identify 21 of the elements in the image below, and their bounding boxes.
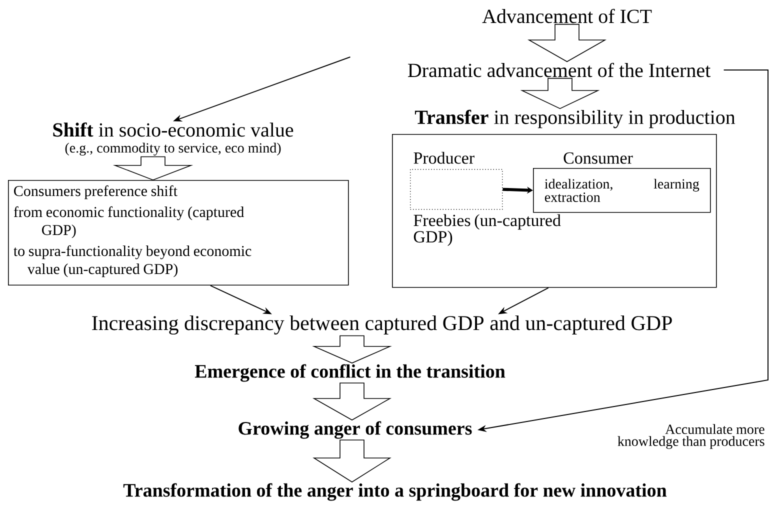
heading-text: Consumer — [564, 152, 633, 164]
heading-text: Emergence of conflict in the transition — [194, 364, 506, 382]
block-arrow — [520, 78, 600, 110]
text-box: Consumers preference shift from economic functionality (captured GDP) to supra-functionality beyond economic value (un-captured GDP) — [8, 180, 349, 286]
heading-text: Increasing discrepancy between captured GDP and un-captured GDP — [92, 315, 672, 335]
caption-text: Freebies (un-captured GDP) — [414, 214, 561, 246]
edge-label: Accumulate more knowledge than producers — [618, 424, 764, 449]
heading-text: Transformation of the anger into a springboard for new innovation — [123, 483, 667, 501]
frame-box — [392, 134, 717, 288]
heading-text: Advancement of ICT — [482, 8, 652, 24]
heading-text: Shift in socio-economic value (e.g., commodity to service, eco mind) — [53, 122, 294, 156]
heading-text: Producer — [414, 152, 474, 164]
text-box: idealization, learning extraction — [533, 168, 711, 213]
block-arrow — [112, 156, 194, 180]
block-arrow — [312, 440, 392, 482]
block-arrow — [312, 382, 392, 420]
heading-text: Dramatic advancement of the Internet — [408, 62, 711, 78]
heading-text: Transfer in responsibility in production — [414, 110, 736, 128]
heading-text: Growing anger of consumers — [238, 421, 472, 439]
block-arrow — [528, 24, 606, 62]
block-arrow — [312, 335, 392, 364]
